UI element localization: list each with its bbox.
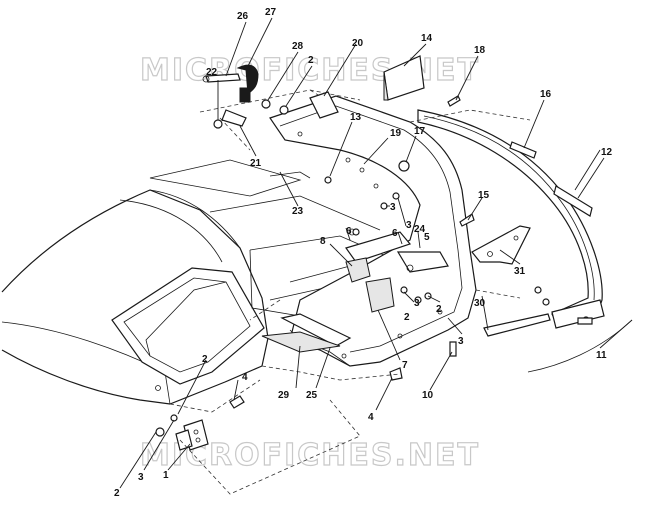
callout-10: 10 — [422, 390, 434, 401]
callout-29: 29 — [278, 390, 290, 401]
callout-2-bottom: 2 — [114, 488, 120, 499]
callout-17: 17 — [414, 126, 426, 137]
callout-8: 8 — [320, 236, 326, 247]
callout-2-left: 2 — [202, 354, 208, 365]
callout-30: 30 — [474, 298, 486, 309]
bumper-rail — [417, 109, 605, 329]
callout-3-c: 3 — [414, 298, 420, 309]
callout-4-a: 4 — [242, 372, 248, 383]
callout-3-b: 3 — [406, 220, 412, 231]
callout-labels: 26 27 28 2 22 21 20 14 18 16 12 13 17 19… — [114, 7, 613, 499]
bolt-26 — [202, 73, 241, 83]
callout-2-mid: 2 — [436, 304, 442, 315]
storage-opening — [111, 267, 265, 391]
callout-27: 27 — [265, 7, 277, 18]
callout-3-d: 3 — [458, 336, 464, 347]
callout-6-a: 6 — [346, 226, 352, 237]
bracket-20 — [309, 91, 339, 119]
callout-2-top: 2 — [308, 55, 314, 66]
callout-28: 28 — [292, 41, 304, 52]
callout-23: 23 — [292, 206, 304, 217]
callout-18: 18 — [474, 45, 486, 56]
callout-11: 11 — [596, 350, 607, 361]
callout-25: 25 — [306, 390, 318, 401]
group-bracket-11 — [527, 319, 633, 373]
bracket-14 — [383, 55, 425, 101]
callout-31: 31 — [514, 266, 526, 277]
callout-24: 24 — [414, 224, 426, 235]
leader-lines — [119, 17, 633, 489]
callout-6-b: 6 — [392, 228, 398, 239]
callout-14: 14 — [421, 33, 433, 44]
brace-30 — [483, 313, 551, 337]
callout-1: 1 — [163, 470, 169, 481]
bolts — [229, 95, 593, 409]
callout-5: 5 — [424, 232, 430, 243]
callout-22: 22 — [206, 67, 218, 78]
callout-19: 19 — [390, 128, 402, 139]
latch-assembly — [345, 228, 449, 313]
callout-7: 7 — [402, 360, 408, 371]
bracket-21 — [221, 109, 247, 127]
callout-12: 12 — [601, 147, 613, 158]
callout-13: 13 — [350, 112, 362, 123]
callout-15: 15 — [478, 190, 490, 201]
callout-4-b: 4 — [368, 412, 374, 423]
callout-3-a: 3 — [390, 202, 396, 213]
bracket-31 — [471, 225, 531, 265]
wire-23 — [269, 171, 311, 179]
callout-3-bottom: 3 — [138, 472, 144, 483]
rub-strip — [261, 313, 352, 353]
callout-21: 21 — [250, 158, 262, 169]
callout-20: 20 — [352, 38, 364, 49]
fasteners — [155, 99, 590, 437]
callout-2-low: 2 — [404, 312, 410, 323]
hinge-bracket-1 — [175, 419, 209, 451]
callout-16: 16 — [540, 89, 552, 100]
callout-26: 26 — [237, 11, 249, 22]
